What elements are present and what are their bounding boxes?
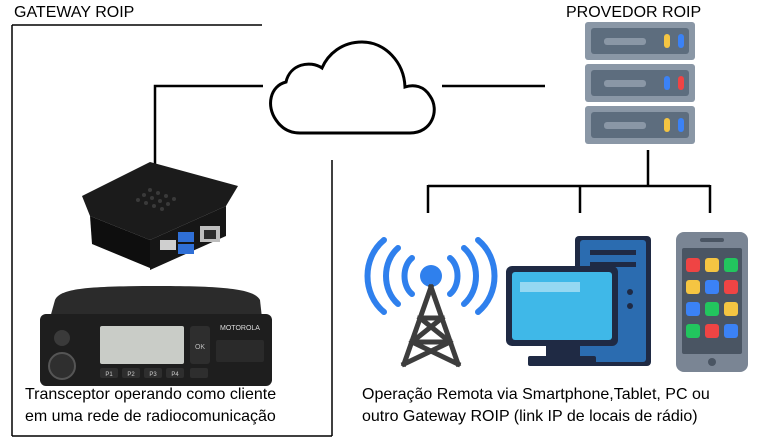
provider-title: PROVEDOR ROIP (566, 4, 702, 21)
radio-key-p3: P3 (149, 372, 157, 378)
radio-key-p2: P2 (127, 372, 135, 378)
gateway-title: GATEWAY ROIP (14, 4, 135, 21)
radio-brand: MOTOROLA (220, 325, 260, 332)
remote-caption-line1: Operação Remota via Smartphone,Tablet, P… (362, 386, 710, 403)
gateway-caption-line1: Transceptor operando como cliente (25, 386, 277, 403)
radio-ok-key: OK (195, 344, 205, 351)
radio-key-p1: P1 (105, 372, 113, 378)
radio-key-p4: P4 (171, 372, 179, 378)
gateway-caption-line2: em uma rede de radiocomunicação (25, 408, 276, 425)
gateway-caption: Transceptor operando como cliente em uma… (25, 384, 276, 428)
remote-caption: Operação Remota via Smartphone,Tablet, P… (362, 384, 710, 428)
remote-caption-line2: outro Gateway ROIP (link IP de locais de… (362, 408, 698, 425)
